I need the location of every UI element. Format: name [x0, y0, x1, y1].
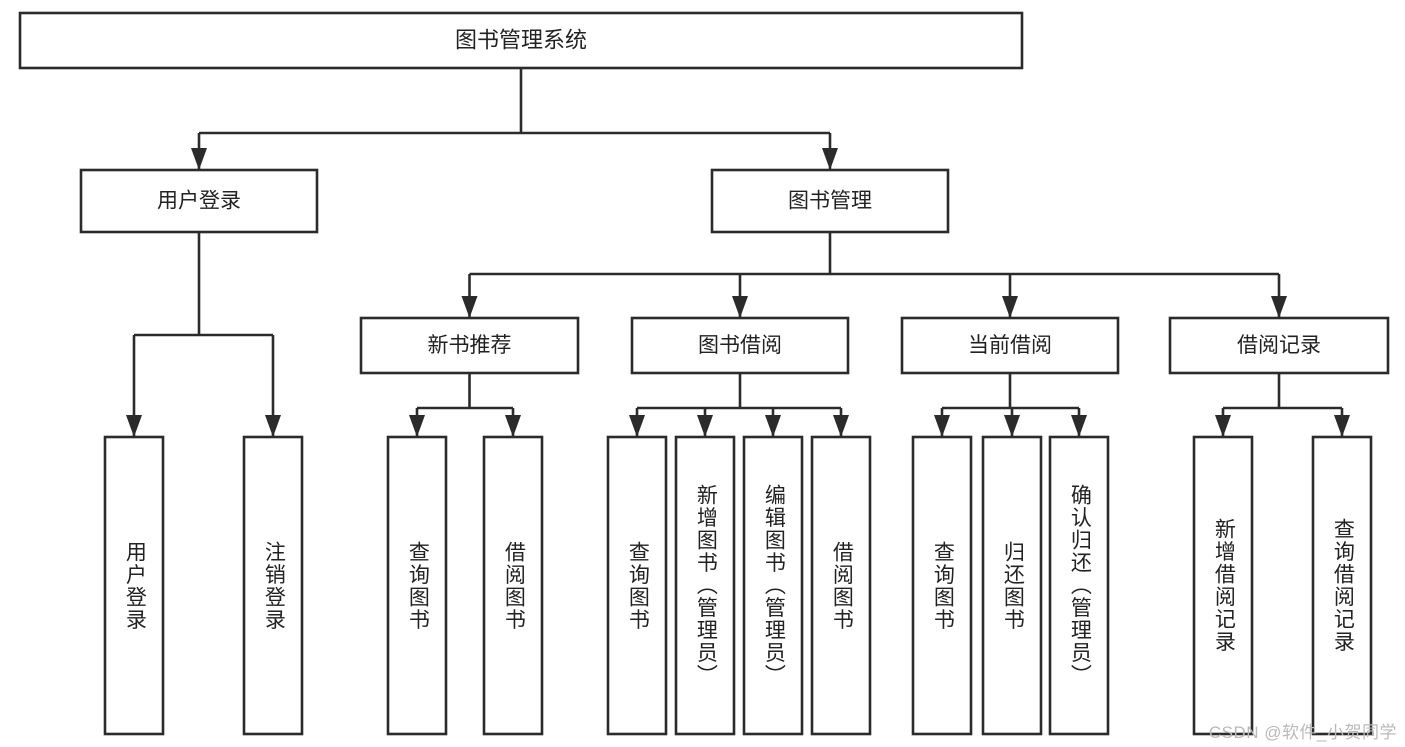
level3-node-3-label: 借阅记录 — [1237, 334, 1321, 357]
level3-node-3[interactable] — [1168, 316, 1390, 375]
arrow-head-icon — [934, 415, 950, 437]
leaf-node-10[interactable] — [1048, 435, 1110, 736]
level2-node-1-label: 图书管理 — [788, 190, 872, 213]
leaf-node-6[interactable] — [742, 435, 804, 736]
level3-node-1-label: 图书借阅 — [698, 334, 782, 357]
connector-layer — [126, 68, 1350, 437]
leaf-node-2[interactable] — [386, 435, 448, 736]
level3-node-0[interactable] — [359, 316, 580, 375]
leaf-node-5[interactable] — [674, 435, 736, 736]
level2-node-0[interactable] — [79, 168, 319, 234]
leaf-node-1[interactable] — [242, 435, 304, 736]
root-node-node-e59bbee4b9a6e7aea1e79086e7b3bbe7bb9f[interactable] — [18, 11, 1024, 70]
arrow-head-icon — [833, 415, 849, 437]
arrow-head-icon — [265, 415, 281, 437]
leaf-node-12[interactable] — [1311, 435, 1373, 736]
arrow-head-icon — [505, 415, 521, 437]
level3-node-1[interactable] — [630, 316, 850, 375]
arrow-head-icon — [1071, 415, 1087, 437]
arrow-head-icon — [1334, 415, 1350, 437]
level3-node-0-label: 新书推荐 — [428, 334, 512, 357]
arrow-head-icon — [461, 296, 478, 318]
arrow-head-icon — [191, 148, 207, 170]
arrow-head-icon — [629, 415, 645, 437]
level3-node-2-label: 当前借阅 — [968, 334, 1052, 357]
arrow-head-icon — [697, 415, 713, 437]
arrow-head-icon — [1002, 296, 1018, 318]
csdn-watermark: CSDN @软件_小贺同学 — [1208, 723, 1397, 742]
leaf-node-9[interactable] — [981, 435, 1043, 736]
leaf-node-0[interactable] — [103, 435, 165, 736]
level3-node-2[interactable] — [900, 316, 1120, 375]
level2-node-1[interactable] — [710, 168, 950, 234]
arrow-head-icon — [409, 415, 425, 437]
leaf-node-8[interactable] — [911, 435, 973, 736]
level2-node-0-label: 用户登录 — [157, 190, 241, 213]
arrow-head-icon — [1271, 296, 1287, 318]
arrow-head-icon — [732, 296, 748, 318]
node-box-layer — [18, 11, 1390, 736]
arrow-head-icon — [822, 148, 838, 170]
arrow-head-icon — [1004, 415, 1020, 437]
arrow-head-icon — [765, 415, 781, 437]
arrow-head-icon — [126, 415, 142, 437]
leaf-node-3[interactable] — [482, 435, 544, 736]
arrow-head-icon — [1215, 415, 1231, 437]
root-node-node-e59bbee4b9a6e7aea1e79086e7b3bbe7bb9f-label: 图书管理系统 — [455, 27, 587, 52]
leaf-node-11[interactable] — [1192, 435, 1254, 736]
leaf-node-4[interactable] — [606, 435, 668, 736]
leaf-node-7[interactable] — [810, 435, 872, 736]
